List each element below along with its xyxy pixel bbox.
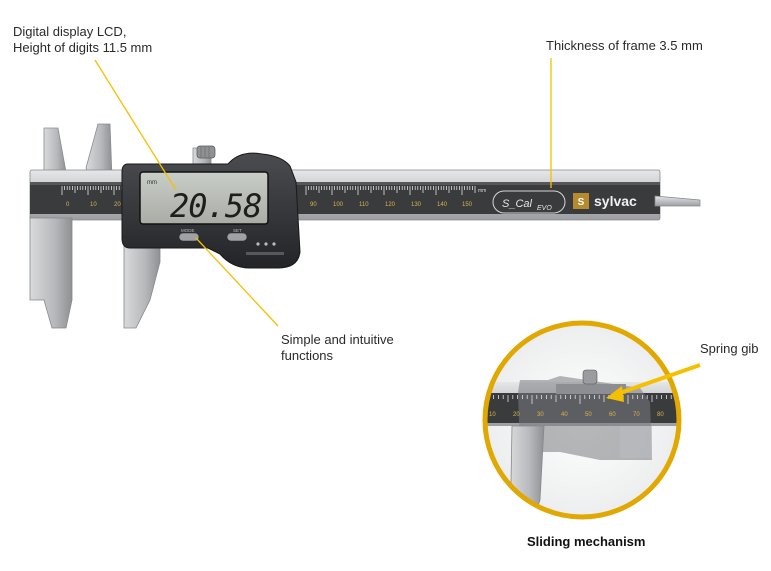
brand-name: sylvac (594, 193, 637, 209)
zoom-scale-number: 30 (537, 412, 544, 418)
scale-unit: mm (478, 188, 486, 194)
mode-label: MODE (181, 228, 195, 233)
annotation-frame-thickness: Thickness of frame 3.5 mm (546, 38, 703, 53)
zoom-scale-number: 40 (561, 412, 568, 418)
scale-numbers-left: 0 10 20 (66, 202, 121, 208)
zoom-scale-number: 70 (633, 412, 640, 418)
zoom-ring (482, 320, 682, 520)
leader-functions (195, 237, 279, 327)
scale-number: 90 (310, 202, 317, 208)
annotation-functions-line1: Simple and intuitive (281, 332, 394, 347)
scale-number: 20 (114, 202, 121, 208)
leader-lcd (94, 59, 177, 191)
caption-sliding-mechanism: Sliding mechanism (527, 534, 646, 549)
zoom-scale-number: 20 (513, 412, 520, 418)
scale-number: 130 (411, 202, 422, 208)
spring-gib-arrowhead (606, 386, 624, 402)
scale-number: 150 (462, 202, 473, 208)
zoom-scale-number: 60 (609, 412, 616, 418)
display-unit: mm (147, 180, 157, 186)
svg-text:S: S (578, 197, 585, 208)
sylvac-logo: S sylvac (573, 193, 637, 209)
model-suffix: EVO (537, 205, 552, 212)
scale-number: 0 (66, 202, 70, 208)
annotation-lcd-line1: Digital display LCD, (13, 24, 127, 39)
zoom-scale-number: 50 (585, 412, 592, 418)
zoom-detail: 10 20 30 40 50 60 70 80 (482, 320, 701, 520)
slider-buttons: MODE SET (178, 228, 248, 242)
leader-lines (94, 58, 552, 327)
mode-button[interactable] (178, 232, 200, 242)
lower-jaws (29, 217, 161, 329)
annotation-lcd: Digital display LCD, Height of digits 11… (13, 24, 152, 56)
annotation-functions-line2: functions (281, 348, 334, 363)
scale-number: 140 (437, 202, 448, 208)
zoom-scale-number: 10 (489, 412, 496, 418)
scale-ticks-left (61, 186, 123, 195)
model-badge: S_Cal EVO (492, 190, 566, 214)
scale-ticks-right (305, 186, 476, 195)
model-mark: S_Cal (502, 198, 533, 210)
annotation-functions: Simple and intuitive functions (281, 332, 394, 364)
scale-numbers-right: 90 100 110 120 130 140 150 mm (310, 188, 486, 208)
annotation-spring-gib: Spring gib (700, 341, 759, 356)
scale-number: 10 (90, 202, 97, 208)
set-button[interactable] (226, 232, 248, 242)
spring-gib-arrow-line (613, 363, 701, 397)
zoom-scale-number: 80 (657, 412, 664, 418)
lcd-display: mm 20.58 (139, 171, 269, 225)
set-label: SET (233, 228, 242, 233)
scale-number: 110 (359, 202, 369, 208)
display-value: 20.58 (170, 187, 261, 225)
scale-number: 120 (385, 202, 396, 208)
scale-number: 100 (333, 202, 344, 208)
annotation-lcd-line2: Height of digits 11.5 mm (13, 40, 153, 55)
